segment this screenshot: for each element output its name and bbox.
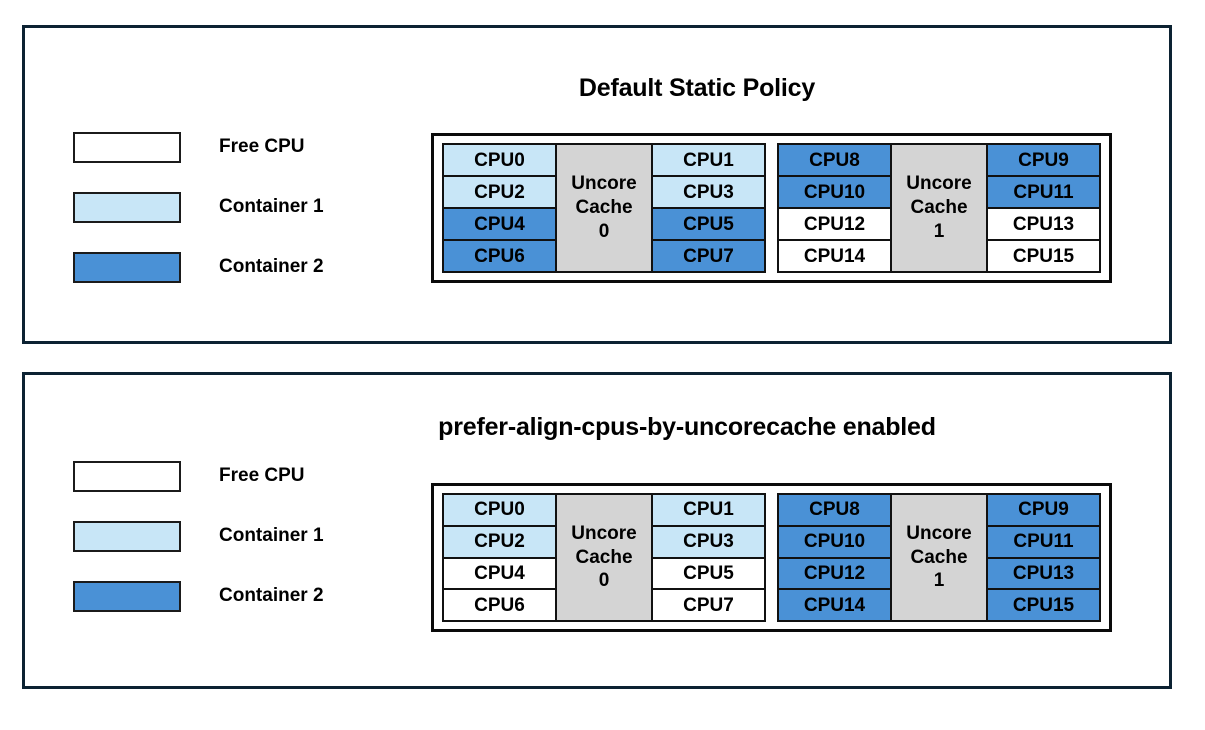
cpu-cell: CPU0 bbox=[444, 495, 555, 527]
cpu-cell: CPU15 bbox=[988, 241, 1099, 271]
cache-group-1: CPU8 CPU10 CPU12 CPU14 Uncore Cache 1 CP… bbox=[777, 493, 1101, 622]
cpu-cell: CPU3 bbox=[653, 526, 764, 559]
cache-group-0: CPU0 CPU2 CPU4 CPU6 Uncore Cache 0 CPU1 … bbox=[442, 143, 766, 273]
cpu-column-left: CPU8 CPU10 CPU12 CPU14 bbox=[779, 495, 890, 620]
cpu-cell: CPU2 bbox=[444, 177, 555, 209]
legend-item-container-1: Container 1 bbox=[73, 520, 324, 552]
uncore-cache-block: Uncore Cache 0 bbox=[555, 495, 653, 620]
cpu-column-right: CPU1 CPU3 CPU5 CPU7 bbox=[653, 495, 764, 620]
uncore-cache-label-line1: Uncore bbox=[571, 173, 637, 195]
cpu-topology-diagram: CPU0 CPU2 CPU4 CPU6 Uncore Cache 0 CPU1 … bbox=[431, 133, 1112, 283]
cache-group-1: CPU8 CPU10 CPU12 CPU14 Uncore Cache 1 CP… bbox=[777, 143, 1101, 273]
cpu-cell: CPU8 bbox=[779, 495, 890, 527]
panel-prefer-align-cpus-by-uncorecache: prefer-align-cpus-by-uncorecache enabled… bbox=[22, 372, 1172, 689]
cpu-cell: CPU1 bbox=[653, 145, 764, 177]
uncore-cache-label-line1: Uncore bbox=[906, 173, 972, 195]
uncore-cache-index: 0 bbox=[598, 570, 610, 592]
legend-swatch-container-2 bbox=[73, 251, 181, 283]
cpu-column-right: CPU9 CPU11 CPU13 CPU15 bbox=[988, 495, 1099, 620]
cpu-topology-diagram: CPU0 CPU2 CPU4 CPU6 Uncore Cache 0 CPU1 … bbox=[431, 483, 1112, 632]
legend-swatch-free-cpu bbox=[73, 460, 181, 492]
legend-label-free-cpu: Free CPU bbox=[219, 465, 305, 486]
cpu-cell: CPU13 bbox=[988, 209, 1099, 241]
uncore-cache-label-line2: Cache bbox=[575, 546, 633, 568]
legend: Free CPU Container 1 Container 2 bbox=[73, 460, 324, 640]
cpu-column-left: CPU0 CPU2 CPU4 CPU6 bbox=[444, 145, 555, 271]
legend-label-container-2: Container 2 bbox=[219, 256, 324, 277]
cpu-cell: CPU13 bbox=[988, 558, 1099, 591]
cpu-column-right: CPU1 CPU3 CPU5 CPU7 bbox=[653, 145, 764, 271]
cpu-cell: CPU2 bbox=[444, 526, 555, 559]
uncore-cache-label-line2: Cache bbox=[575, 197, 633, 219]
cpu-cell: CPU14 bbox=[779, 590, 890, 620]
cpu-cell: CPU6 bbox=[444, 241, 555, 271]
cpu-cell: CPU9 bbox=[988, 145, 1099, 177]
cpu-cell: CPU8 bbox=[779, 145, 890, 177]
cpu-cell: CPU9 bbox=[988, 495, 1099, 527]
legend-item-container-2: Container 2 bbox=[73, 580, 324, 612]
legend-swatch-container-1 bbox=[73, 191, 181, 223]
legend-label-container-1: Container 1 bbox=[219, 196, 324, 217]
uncore-cache-label-line1: Uncore bbox=[571, 522, 637, 544]
legend-item-container-1: Container 1 bbox=[73, 191, 324, 223]
uncore-cache-label-line2: Cache bbox=[910, 197, 968, 219]
cpu-cell: CPU6 bbox=[444, 590, 555, 620]
cpu-cell: CPU5 bbox=[653, 558, 764, 591]
cpu-cell: CPU4 bbox=[444, 209, 555, 241]
uncore-cache-index: 1 bbox=[933, 220, 945, 242]
uncore-cache-block: Uncore Cache 1 bbox=[890, 495, 988, 620]
cpu-cell: CPU0 bbox=[444, 145, 555, 177]
cpu-cell: CPU10 bbox=[779, 177, 890, 209]
cpu-cell: CPU7 bbox=[653, 241, 764, 271]
panel-title: Default Static Policy bbox=[578, 74, 816, 102]
uncore-cache-index: 0 bbox=[598, 220, 610, 242]
legend-item-free-cpu: Free CPU bbox=[73, 131, 324, 163]
uncore-cache-index: 1 bbox=[933, 570, 945, 592]
cpu-cell: CPU14 bbox=[779, 241, 890, 271]
panel-title: prefer-align-cpus-by-uncorecache enabled bbox=[438, 413, 936, 441]
legend-label-container-1: Container 1 bbox=[219, 525, 324, 546]
uncore-cache-block: Uncore Cache 1 bbox=[890, 145, 988, 271]
cpu-cell: CPU10 bbox=[779, 526, 890, 559]
uncore-cache-label-line2: Cache bbox=[910, 546, 968, 568]
uncore-cache-label-line1: Uncore bbox=[906, 522, 972, 544]
legend-label-free-cpu: Free CPU bbox=[219, 136, 305, 157]
cpu-cell: CPU11 bbox=[988, 526, 1099, 559]
legend-swatch-free-cpu bbox=[73, 131, 181, 163]
cpu-cell: CPU7 bbox=[653, 590, 764, 620]
legend-swatch-container-1 bbox=[73, 520, 181, 552]
cpu-cell: CPU4 bbox=[444, 558, 555, 591]
legend-label-container-2: Container 2 bbox=[219, 585, 324, 606]
cpu-cell: CPU3 bbox=[653, 177, 764, 209]
uncore-cache-block: Uncore Cache 0 bbox=[555, 145, 653, 271]
legend-item-free-cpu: Free CPU bbox=[73, 460, 324, 492]
cpu-cell: CPU12 bbox=[779, 558, 890, 591]
cpu-cell: CPU15 bbox=[988, 590, 1099, 620]
cpu-cell: CPU12 bbox=[779, 209, 890, 241]
cpu-cell: CPU11 bbox=[988, 177, 1099, 209]
legend: Free CPU Container 1 Container 2 bbox=[73, 131, 324, 311]
legend-item-container-2: Container 2 bbox=[73, 251, 324, 283]
cpu-column-left: CPU8 CPU10 CPU12 CPU14 bbox=[779, 145, 890, 271]
cpu-column-right: CPU9 CPU11 CPU13 CPU15 bbox=[988, 145, 1099, 271]
cache-group-0: CPU0 CPU2 CPU4 CPU6 Uncore Cache 0 CPU1 … bbox=[442, 493, 766, 622]
legend-swatch-container-2 bbox=[73, 580, 181, 612]
panel-default-static-policy: Default Static Policy Free CPU Container… bbox=[22, 25, 1172, 344]
cpu-cell: CPU5 bbox=[653, 209, 764, 241]
cpu-cell: CPU1 bbox=[653, 495, 764, 527]
cpu-column-left: CPU0 CPU2 CPU4 CPU6 bbox=[444, 495, 555, 620]
